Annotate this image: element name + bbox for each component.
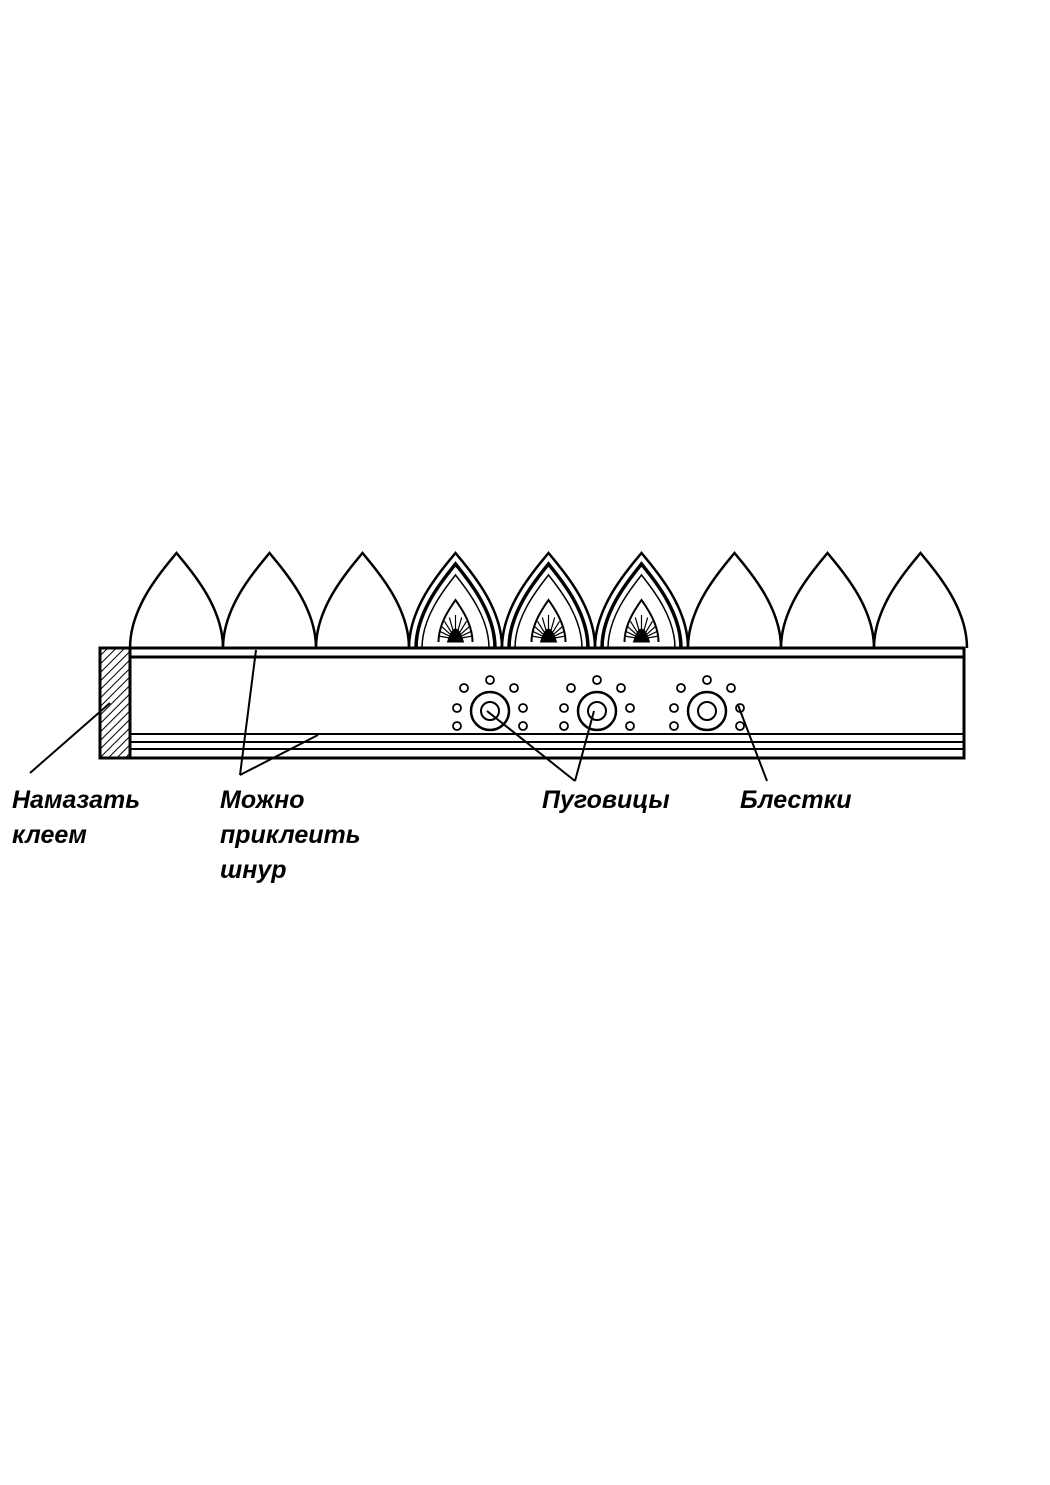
crown-band — [98, 646, 966, 760]
label-cord-line-3: шнур — [220, 856, 287, 884]
label-sequins-line-1: Блестки — [740, 786, 852, 814]
label-cord-line-1: Можно — [220, 786, 305, 814]
sequin — [459, 683, 469, 693]
leader-line — [29, 702, 111, 774]
plain-tooth — [221, 551, 318, 649]
ornament-core — [632, 628, 651, 643]
sequin — [559, 721, 569, 731]
crown-teeth — [128, 551, 969, 649]
button-inner-ring — [697, 701, 717, 721]
plain-tooth — [314, 551, 411, 649]
sequin — [669, 703, 679, 713]
leader-lines — [29, 649, 768, 782]
plain-tooth — [686, 551, 783, 649]
sequin — [559, 703, 569, 713]
sequin — [616, 683, 626, 693]
sequin — [518, 721, 528, 731]
sequin — [669, 721, 679, 731]
leader-line — [574, 710, 595, 782]
label-buttons-line-1: Пуговицы — [542, 786, 670, 814]
label-apply-glue-line-1: Намазать — [12, 786, 141, 814]
plain-tooth — [872, 551, 969, 649]
sequin — [735, 721, 745, 731]
sequin — [452, 703, 462, 713]
sequin — [702, 675, 712, 685]
leader-line — [486, 710, 576, 782]
tooth-inner-outline — [600, 561, 683, 649]
plain-tooth — [779, 551, 876, 649]
sequin — [452, 721, 462, 731]
label-apply-glue-line-2: клеем — [12, 821, 87, 849]
label-buttons: Пуговицы — [542, 783, 670, 818]
leader-line — [239, 649, 257, 776]
sequin — [625, 703, 635, 713]
sequin — [485, 675, 495, 685]
button-inner-ring — [587, 701, 607, 721]
tooth-inner-outline-thin — [607, 573, 676, 649]
label-cord: Можно приклеить шнур — [220, 783, 361, 888]
leader-line — [737, 704, 768, 782]
button-inner-ring — [480, 701, 500, 721]
leader-line — [239, 734, 319, 776]
buttons-group — [452, 675, 745, 732]
label-cord-line-2: приклеить — [220, 821, 361, 849]
sequin — [676, 683, 686, 693]
ornament-core — [539, 628, 558, 643]
sequin — [518, 703, 528, 713]
sequin — [566, 683, 576, 693]
glue-tab — [98, 646, 132, 760]
sequin — [625, 721, 635, 731]
label-apply-glue: Намазать клеем — [12, 783, 140, 853]
label-sequins: Блестки — [740, 783, 852, 818]
band-outline — [128, 646, 966, 760]
tooth-inner-outline-thin — [514, 573, 583, 649]
tooth-inner-outline — [414, 561, 497, 649]
plain-tooth — [128, 551, 225, 649]
sequin — [509, 683, 519, 693]
ornament-core — [446, 628, 465, 643]
tooth-inner-outline — [507, 561, 590, 649]
sequin — [592, 675, 602, 685]
tooth-inner-outline-thin — [421, 573, 490, 649]
sequin — [726, 683, 736, 693]
